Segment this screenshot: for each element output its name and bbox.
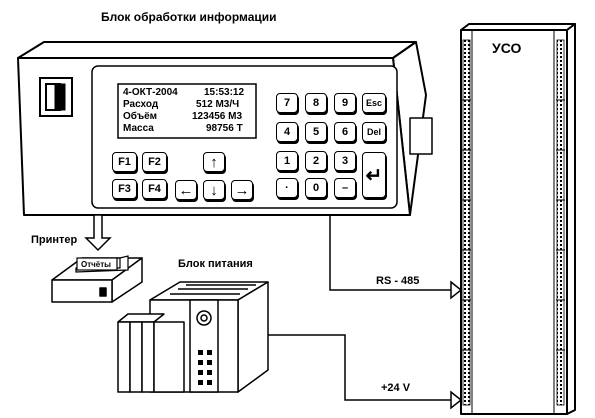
main-unit-title: Блок обработки информации bbox=[101, 10, 277, 24]
power-supply bbox=[117, 281, 269, 393]
arrow-up-icon: ↑ bbox=[210, 153, 218, 171]
printer-paper-text: Отчёты bbox=[81, 260, 111, 269]
key-8[interactable]: 8 bbox=[305, 93, 327, 113]
arrow-up-button[interactable]: ↑ bbox=[203, 152, 225, 172]
rs485-arrowhead bbox=[450, 280, 463, 300]
key-2[interactable]: 2 bbox=[305, 151, 327, 171]
arrow-right-icon: → bbox=[234, 181, 250, 199]
uso-label: УСО bbox=[492, 40, 522, 56]
key-3[interactable]: 3 bbox=[334, 151, 356, 171]
key-f2[interactable]: F2 bbox=[142, 152, 167, 172]
power-arrowhead bbox=[450, 390, 463, 410]
rs485-label: RS - 485 bbox=[376, 275, 420, 287]
key-dot[interactable]: · bbox=[276, 178, 298, 198]
printer-paper bbox=[75, 255, 129, 273]
key-1[interactable]: 1 bbox=[276, 151, 298, 171]
power-supply-label: Блок питания bbox=[178, 258, 253, 270]
key-esc[interactable]: Esc bbox=[362, 93, 386, 113]
power-terminals bbox=[198, 350, 212, 385]
key-minus[interactable]: – bbox=[334, 178, 356, 198]
key-5[interactable]: 5 bbox=[305, 122, 327, 142]
key-9[interactable]: 9 bbox=[334, 93, 356, 113]
lcd-row-label: Масса bbox=[123, 123, 154, 134]
key-f3[interactable]: F3 bbox=[112, 179, 137, 199]
printer-label: Принтер bbox=[31, 234, 78, 246]
lcd-screen bbox=[117, 83, 257, 139]
key-f4[interactable]: F4 bbox=[142, 179, 167, 199]
arrow-left-button[interactable]: ← bbox=[175, 180, 197, 200]
key-0[interactable]: 0 bbox=[305, 178, 327, 198]
uso-terminals-left bbox=[462, 39, 471, 406]
key-del[interactable]: Del bbox=[362, 122, 386, 142]
arrow-down-button[interactable]: ↓ bbox=[203, 180, 225, 200]
uso-cabinet bbox=[460, 23, 576, 415]
power-vents bbox=[170, 284, 256, 295]
lcd-row-value: 98756 Т bbox=[206, 123, 243, 134]
printer-arrow bbox=[84, 214, 112, 252]
arrow-left-icon: ← bbox=[178, 181, 194, 199]
lcd-row-value: 123456 М3 bbox=[192, 111, 243, 122]
arrow-right-button[interactable]: → bbox=[231, 180, 253, 200]
key-f1[interactable]: F1 bbox=[112, 152, 137, 172]
uso-terminals-right bbox=[556, 39, 565, 406]
enter-key[interactable]: ↵ bbox=[362, 152, 386, 198]
power-24v-label: +24 V bbox=[381, 382, 411, 394]
rs485-line bbox=[329, 215, 455, 291]
lcd-row-label: Расход bbox=[123, 99, 159, 110]
key-7[interactable]: 7 bbox=[276, 93, 298, 113]
key-4[interactable]: 4 bbox=[276, 122, 298, 142]
key-6[interactable]: 6 bbox=[334, 122, 356, 142]
power-line bbox=[262, 334, 455, 401]
lcd-time: 15:53:12 bbox=[204, 87, 245, 98]
lcd-date: 4-ОКТ-2004 bbox=[123, 87, 178, 98]
enter-icon: ↵ bbox=[365, 164, 383, 187]
arrow-down-icon: ↓ bbox=[210, 181, 218, 199]
indicator-window bbox=[39, 77, 73, 117]
lcd-row-value: 512 М3/Ч bbox=[196, 99, 240, 110]
lcd-row-label: Объём bbox=[123, 111, 158, 122]
